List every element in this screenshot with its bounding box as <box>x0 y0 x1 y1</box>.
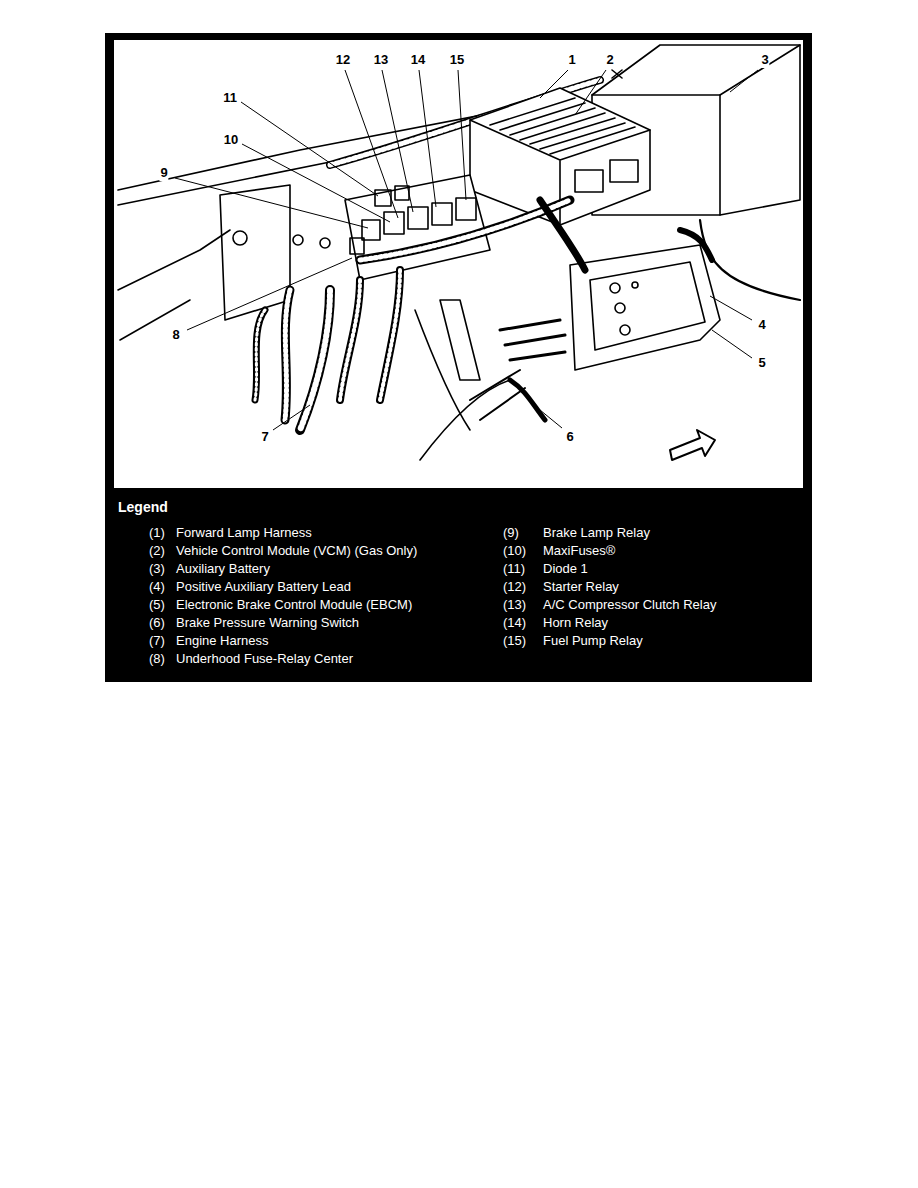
legend-number: (12) <box>503 580 526 595</box>
legend-number: (5) <box>149 598 165 613</box>
legend-number: (4) <box>149 580 165 595</box>
legend-number: (7) <box>149 634 165 649</box>
legend-number: (9) <box>503 526 519 541</box>
legend-number: (8) <box>149 652 165 667</box>
legend-heading: Legend <box>118 499 168 515</box>
legend-number: (1) <box>149 526 165 541</box>
legend-text: Vehicle Control Module (VCM) (Gas Only) <box>176 544 417 559</box>
legend-number: (3) <box>149 562 165 577</box>
legend-number: (11) <box>503 562 525 577</box>
legend-text: MaxiFuses® <box>543 544 615 559</box>
leader-lines <box>175 70 758 430</box>
line-art <box>118 45 800 460</box>
callout-number: 11 <box>222 91 238 106</box>
callout-number: 4 <box>757 318 766 333</box>
legend-number: (6) <box>149 616 165 631</box>
legend-text: Starter Relay <box>543 580 619 595</box>
frame <box>105 33 812 682</box>
legend-text: A/C Compressor Clutch Relay <box>543 598 716 613</box>
callout-number: 3 <box>760 53 769 68</box>
callout-number: 8 <box>171 328 180 343</box>
legend-text: Brake Pressure Warning Switch <box>176 616 359 631</box>
legend-text: Fuel Pump Relay <box>543 634 643 649</box>
legend-text: Forward Lamp Harness <box>176 526 312 541</box>
callout-number: 15 <box>449 53 465 68</box>
callout-number: 13 <box>373 53 389 68</box>
drawing-ground <box>114 40 803 488</box>
callout-number: 9 <box>159 166 168 181</box>
legend-text: Positive Auxiliary Battery Lead <box>176 580 351 595</box>
callout-number: 12 <box>335 53 351 68</box>
callout-number: 14 <box>410 53 426 68</box>
callout-number: 1 <box>567 53 576 68</box>
legend-text: Electronic Brake Control Module (EBCM) <box>176 598 412 613</box>
legend-number: (14) <box>503 616 526 631</box>
legend-number: (15) <box>503 634 526 649</box>
legend-text: Underhood Fuse-Relay Center <box>176 652 353 667</box>
legend-text: Horn Relay <box>543 616 608 631</box>
legend-text: Brake Lamp Relay <box>543 526 650 541</box>
legend-number: (2) <box>149 544 165 559</box>
legend-number: (13) <box>503 598 526 613</box>
legend-text: Auxiliary Battery <box>176 562 270 577</box>
callout-number: 6 <box>565 430 574 445</box>
legend-number: (10) <box>503 544 526 559</box>
legend-text: Engine Harness <box>176 634 269 649</box>
legend-text: Diode 1 <box>543 562 588 577</box>
callout-number: 2 <box>605 53 614 68</box>
callout-number: 7 <box>260 430 269 445</box>
callout-number: 10 <box>223 133 239 148</box>
callout-number: 5 <box>757 356 766 371</box>
